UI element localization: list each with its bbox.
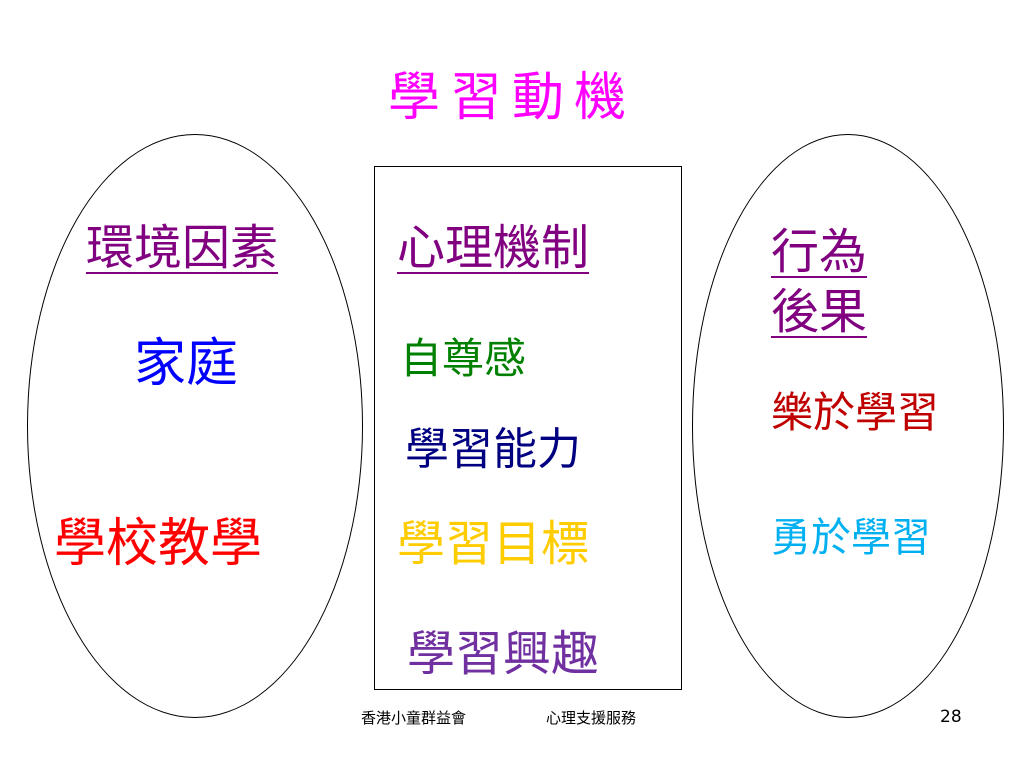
learning-goal-label: 學習目標 (397, 516, 590, 572)
self-esteem-label: 自尊感 (400, 334, 527, 383)
right-ellipse (692, 134, 1004, 718)
footer-organization: 香港小童群益會 (361, 709, 467, 727)
slide-title: 學習動機 (387, 68, 636, 128)
behavior-consequence-heading: 行為 後果 (771, 222, 901, 342)
left-ellipse (27, 134, 363, 718)
school-teaching-label: 學校教學 (54, 514, 263, 574)
page-number: 28 (940, 707, 962, 727)
behavior-heading-line2: 後果 (771, 284, 868, 340)
behavior-heading-line1: 行為 (771, 224, 868, 280)
family-label: 家庭 (134, 334, 239, 394)
enjoy-learning-label: 樂於學習 (771, 388, 940, 437)
brave-learning-label: 勇於學習 (771, 515, 931, 561)
psychological-mechanism-heading: 心理機制 (397, 220, 590, 276)
footer-service: 心理支援服務 (546, 709, 637, 727)
learning-interest-label: 學習興趣 (407, 626, 600, 682)
center-box (374, 166, 682, 690)
environment-factors-heading: 環境因素 (86, 220, 279, 276)
learning-ability-label: 學習能力 (405, 424, 581, 475)
